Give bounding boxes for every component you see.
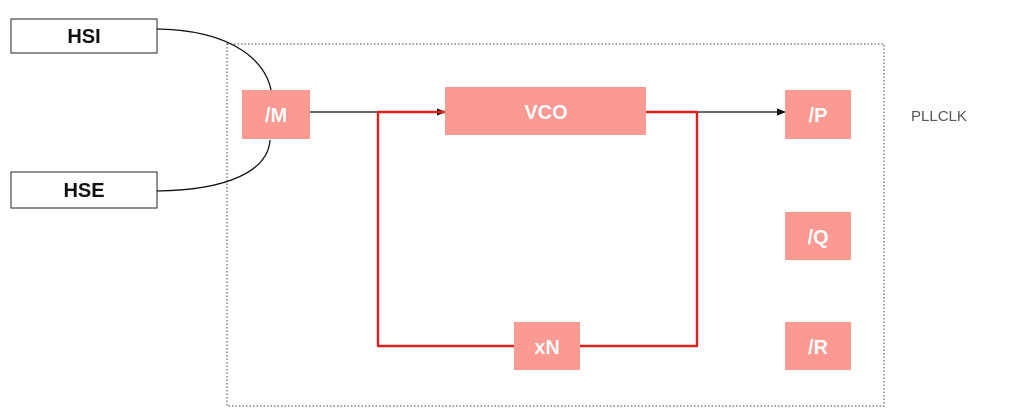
vco-label: VCO <box>524 102 567 124</box>
hsi-input-box <box>10 18 158 54</box>
hse-connector <box>156 139 271 192</box>
divider-m-label: /M <box>265 105 287 127</box>
pll-enclosure <box>226 43 885 407</box>
hse-label: HSE <box>63 180 104 202</box>
pllclk-label: PLLCLK <box>911 108 967 125</box>
divider-p-block <box>785 90 851 139</box>
divider-q-block <box>785 212 851 260</box>
hsi-label: HSI <box>67 26 100 48</box>
divider-r-block <box>785 322 851 370</box>
feedback-loop <box>376 110 699 348</box>
divider-q-label: /Q <box>807 227 828 249</box>
hsi-connector <box>156 28 273 99</box>
divider-m-block <box>242 90 310 139</box>
multiplier-n-block <box>514 322 580 370</box>
divider-r-label: /R <box>808 337 829 359</box>
vco-block <box>445 87 646 135</box>
hse-input-box <box>10 171 158 209</box>
divider-p-label: /P <box>809 105 828 127</box>
multiplier-n-label: xN <box>534 337 560 359</box>
